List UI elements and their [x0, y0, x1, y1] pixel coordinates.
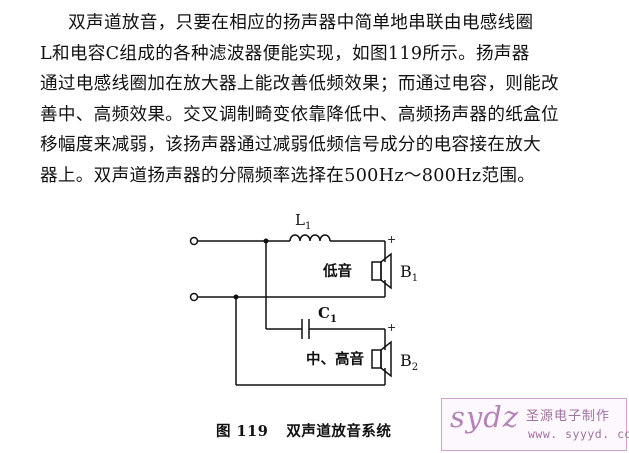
body-paragraph: 双声道放音，只要在相应的扬声器中简单地串联由电感线圈 L和电容C组成的各种滤波器… — [40, 8, 600, 191]
figure-caption: 图 119 双声道放音系统 — [216, 420, 391, 441]
tweeter-label: B2 — [400, 351, 418, 373]
paragraph-line: 移幅度来减弱，该扬声器通过减弱低频信号成分的电容接在放大 — [40, 135, 542, 155]
figure-number: 图 119 — [216, 423, 269, 440]
junction-dot — [263, 238, 269, 244]
paragraph-line: 善中、高频效果。交叉调制畸变依靠降低中、高频扬声器的纸盒位 — [40, 104, 559, 125]
woofer-magnet — [371, 261, 382, 281]
woofer-plus-sign: + — [387, 233, 396, 246]
woofer-text: 低音 — [322, 262, 352, 280]
tweeter-magnet — [371, 349, 382, 369]
paragraph-line: 双声道放音，只要在相应的扬声器中简单地串联由电感线圈 — [68, 13, 534, 33]
junction-dot — [233, 294, 239, 300]
capacitor-label: C1 — [318, 304, 337, 325]
woofer-cone — [380, 252, 392, 290]
watermark-logo: sydz — [450, 400, 520, 434]
paragraph-line: 通过电感线圈加在放大器上能改善低频效果；而通过电容，则能改 — [40, 74, 559, 94]
tweeter-text: 中、高音 — [306, 350, 364, 368]
inductor-label: L1 — [295, 211, 311, 232]
input-terminal-bottom — [189, 292, 199, 302]
tweeter-plus-sign: + — [387, 321, 396, 334]
watermark: sydz 圣源电子制作 www. syyyd. com — [441, 398, 629, 451]
inductor-coil — [289, 234, 331, 242]
watermark-name: 圣源电子制作 — [526, 409, 611, 424]
watermark-url: www. syyyd. com — [528, 427, 629, 441]
woofer-label: B1 — [400, 262, 418, 284]
paragraph-line: 器上。双声道扬声器的分隔频率选择在500Hz～800Hz范围。 — [40, 165, 536, 186]
tweeter-cone — [380, 340, 392, 378]
figure-title: 双声道放音系统 — [286, 423, 392, 440]
paragraph-line: L和电容C组成的各种滤波器便能实现，如图119所示。扬声器 — [40, 43, 530, 64]
input-terminal-top — [189, 236, 199, 246]
